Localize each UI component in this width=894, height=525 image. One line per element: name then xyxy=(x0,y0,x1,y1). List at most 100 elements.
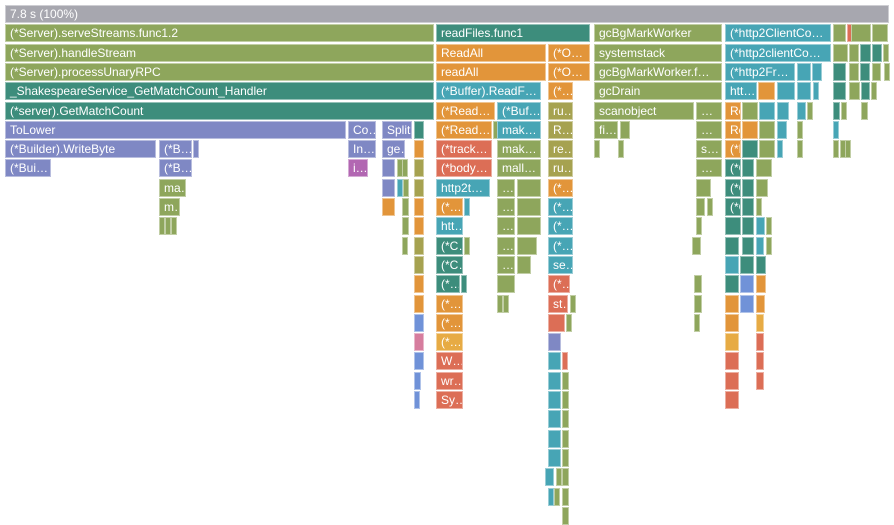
flame-frame[interactable] xyxy=(725,217,741,236)
flame-frame[interactable]: (*… xyxy=(436,198,463,216)
flame-frame[interactable]: (*C… xyxy=(436,236,463,255)
flame-frame[interactable]: ToLower xyxy=(5,120,346,139)
flame-frame[interactable] xyxy=(833,140,839,159)
flame-frame[interactable]: (*R… xyxy=(725,140,741,159)
flame-frame[interactable] xyxy=(725,236,739,255)
flame-frame[interactable]: gcBgMarkWorker xyxy=(594,24,722,43)
flame-frame[interactable]: (*Bui… xyxy=(5,159,51,178)
flame-frame[interactable]: ma… xyxy=(159,178,186,197)
flame-frame[interactable] xyxy=(742,159,754,178)
flame-frame[interactable] xyxy=(414,352,424,371)
flame-frame[interactable] xyxy=(414,391,420,409)
flame-frame[interactable] xyxy=(694,313,700,332)
flame-frame[interactable]: Re… xyxy=(725,120,741,139)
flame-frame[interactable] xyxy=(777,140,783,159)
flame-frame[interactable] xyxy=(548,391,561,409)
flame-frame[interactable]: In… xyxy=(348,140,376,159)
flame-frame[interactable] xyxy=(812,62,822,81)
flame-frame[interactable]: ru… xyxy=(548,101,573,120)
flame-frame[interactable]: (*track… xyxy=(436,140,492,159)
flame-frame[interactable] xyxy=(566,313,572,332)
flame-frame[interactable] xyxy=(402,198,409,216)
flame-frame[interactable] xyxy=(694,275,702,294)
flame-frame[interactable] xyxy=(414,294,424,313)
flame-frame[interactable]: (*… xyxy=(436,333,463,352)
flame-frame[interactable] xyxy=(861,82,870,101)
flame-frame[interactable]: mak… xyxy=(497,140,541,159)
flame-frame[interactable]: (*B… xyxy=(159,140,192,159)
flame-frame[interactable] xyxy=(382,159,395,178)
flame-frame[interactable] xyxy=(740,294,754,313)
flame-frame[interactable] xyxy=(497,275,515,294)
flame-frame[interactable] xyxy=(171,217,177,236)
flame-frame[interactable] xyxy=(562,487,569,506)
flame-frame[interactable] xyxy=(742,217,754,236)
flame-frame[interactable]: ReadAll xyxy=(436,43,546,62)
flame-frame[interactable]: mall… xyxy=(497,159,541,178)
flame-frame[interactable] xyxy=(833,24,846,43)
flame-frame[interactable] xyxy=(548,352,561,371)
flame-frame[interactable] xyxy=(833,62,846,81)
flame-frame[interactable] xyxy=(618,140,624,159)
flame-frame[interactable] xyxy=(517,178,541,197)
flame-frame[interactable]: Co… xyxy=(348,120,376,139)
flame-frame[interactable] xyxy=(777,101,789,120)
flame-frame[interactable]: (*body… xyxy=(436,159,492,178)
flame-frame[interactable] xyxy=(849,82,860,101)
flame-frame[interactable] xyxy=(562,506,569,525)
flame-frame[interactable] xyxy=(777,82,795,101)
flame-frame[interactable]: Sy… xyxy=(436,391,463,409)
flame-frame[interactable]: (*… xyxy=(436,313,463,332)
flame-frame[interactable] xyxy=(548,410,561,429)
flame-frame[interactable] xyxy=(517,198,541,216)
flame-frame[interactable] xyxy=(694,294,702,313)
flame-frame[interactable] xyxy=(696,178,711,197)
flame-frame[interactable] xyxy=(562,429,569,448)
flame-frame[interactable]: (*C… xyxy=(725,159,741,178)
flame-frame[interactable] xyxy=(414,236,424,255)
flame-frame[interactable] xyxy=(414,159,424,178)
flame-frame[interactable] xyxy=(759,120,775,139)
flame-frame[interactable] xyxy=(756,217,765,236)
flame-frame[interactable]: (*Server).processUnaryRPC xyxy=(5,62,434,81)
flame-frame[interactable] xyxy=(517,217,541,236)
flame-frame[interactable]: (*B… xyxy=(159,159,192,178)
flame-frame[interactable] xyxy=(556,468,562,487)
flame-frame[interactable] xyxy=(414,120,424,139)
flame-frame[interactable] xyxy=(594,140,600,159)
flame-frame[interactable] xyxy=(849,62,859,81)
flame-frame[interactable]: htt… xyxy=(725,82,757,101)
flame-frame[interactable] xyxy=(851,24,871,43)
flame-frame[interactable]: readFiles.func1 xyxy=(436,24,590,43)
flame-frame[interactable] xyxy=(742,178,754,197)
flame-frame[interactable] xyxy=(464,236,470,255)
flame-frame[interactable] xyxy=(570,294,576,313)
flame-frame[interactable]: http2t… xyxy=(436,178,490,197)
flame-frame[interactable]: wr… xyxy=(436,371,463,390)
flame-frame[interactable] xyxy=(725,352,739,371)
flame-frame[interactable] xyxy=(833,120,839,139)
flame-frame[interactable]: (*Read… xyxy=(436,101,495,120)
flame-frame[interactable]: (*C… xyxy=(725,198,741,216)
flame-frame[interactable] xyxy=(414,313,424,332)
flame-frame[interactable]: … xyxy=(497,255,515,274)
flame-frame[interactable] xyxy=(165,217,171,236)
flame-frame[interactable]: mak… xyxy=(497,120,541,139)
flame-frame[interactable] xyxy=(548,313,565,332)
flame-frame[interactable] xyxy=(872,43,882,62)
flame-root-frame[interactable]: 7.8 s (100%) xyxy=(5,5,889,23)
flame-frame[interactable] xyxy=(883,43,889,62)
flame-frame[interactable] xyxy=(756,371,764,390)
flame-frame[interactable] xyxy=(758,82,775,101)
flame-frame[interactable] xyxy=(548,448,561,467)
flame-frame[interactable] xyxy=(833,43,848,62)
flame-frame[interactable] xyxy=(742,236,754,255)
flame-frame[interactable] xyxy=(497,294,503,313)
flame-frame[interactable]: re… xyxy=(548,140,573,159)
flame-frame[interactable] xyxy=(382,198,395,216)
flame-frame[interactable]: ru… xyxy=(548,159,573,178)
flame-frame[interactable] xyxy=(833,101,840,120)
flame-frame[interactable]: gcBgMarkWorker.f… xyxy=(594,62,722,81)
flame-frame[interactable] xyxy=(725,255,739,274)
flame-frame[interactable]: … xyxy=(497,236,515,255)
